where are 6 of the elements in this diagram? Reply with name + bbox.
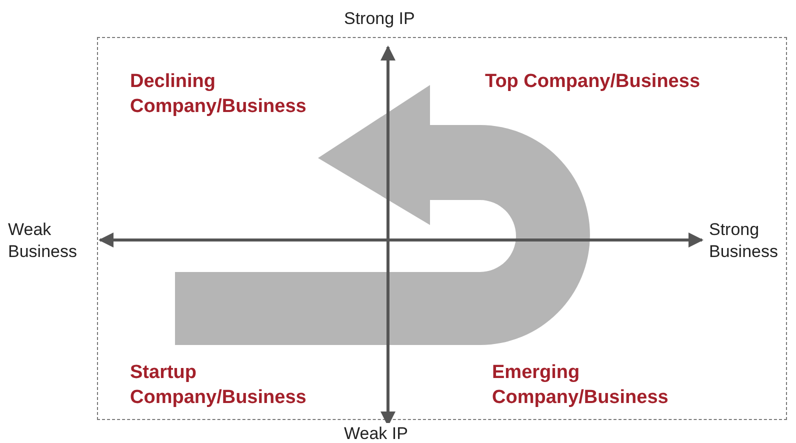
quadrant-label: Top Company/Business [484,70,702,94]
quadrant-label: Declining Company/Business [129,70,308,119]
quadrant-label: Startup Company/Business [129,361,308,410]
axis-label: Strong Business [708,219,779,264]
axis-label: Weak Business [7,219,78,264]
quadrant-label: Emerging Company/Business [491,361,670,410]
